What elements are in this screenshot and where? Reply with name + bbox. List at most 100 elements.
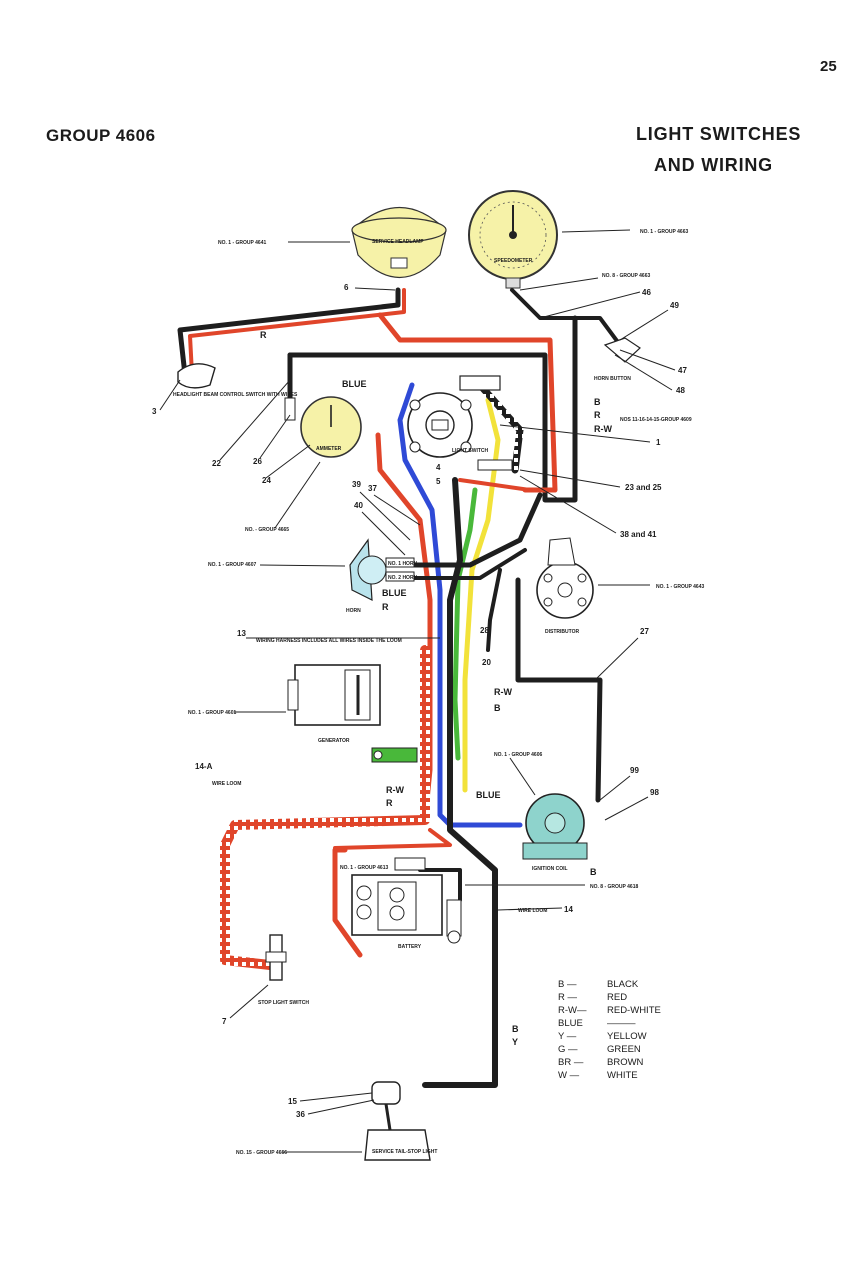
svg-text:4: 4 [436,463,441,472]
wire-codes: BLUE B R R-W R BLUE R R-W B R-W R BLUE B… [260,330,612,1047]
headlight-switch: HEADLIGHT BEAM CONTROL SWITCH WITH WIRES [173,363,298,398]
svg-text:99: 99 [630,766,639,775]
svg-text:36: 36 [296,1110,305,1119]
speedometer-label: SPEEDOMETER [494,258,533,264]
wire-black-main-loop [287,315,578,503]
wire-black-speedo [510,288,622,347]
wire-black-horn [392,492,543,568]
light-switch: LIGHT SWITCH [407,375,513,471]
svg-text:AMMETER: AMMETER [316,446,342,452]
wire-red-dist [458,478,532,492]
svg-text:B: B [512,1024,519,1034]
svg-text:NO. 1 - GROUP 4663: NO. 1 - GROUP 4663 [640,229,688,235]
svg-text:IGNITION COIL: IGNITION COIL [532,866,568,872]
svg-text:BLUE: BLUE [382,588,407,598]
wire-black-horn2 [393,548,527,580]
svg-text:NO. 1 HORN: NO. 1 HORN [388,561,418,567]
wire-black-distributor [515,577,603,803]
wire-loom-label-2: WIRE LOOM [518,908,547,914]
battery: BATTERY [351,857,462,950]
wire-black-harness [422,477,498,1088]
svg-text:R-W: R-W [494,687,512,697]
svg-text:NO. 1 - GROUP 4613: NO. 1 - GROUP 4613 [340,865,388,871]
legend-name: BLACK [607,979,639,990]
svg-text:1: 1 [656,438,661,447]
harness-note: WIRING HARNESS INCLUDES ALL WIRES INSIDE… [246,637,440,644]
svg-text:R: R [260,330,267,340]
legend-code: Y — [558,1031,577,1042]
svg-text:5: 5 [436,477,441,486]
svg-text:37: 37 [368,484,377,493]
svg-text:15: 15 [288,1097,297,1106]
wire-yellow [462,397,501,793]
svg-text:R: R [594,410,601,420]
speedometer-ref: NO. 1 - GROUP 4663 NO. 8 - GROUP 4663 [519,229,688,291]
leader-lines [159,287,676,1115]
ammeter: AMMETER [284,396,362,458]
legend-name: RED-WHITE [607,1005,661,1016]
svg-text:28: 28 [480,626,489,635]
svg-text:24: 24 [262,476,271,485]
legend-code: BLUE [558,1018,583,1029]
svg-text:NOS 11-16-14-15-GROUP 4609: NOS 11-16-14-15-GROUP 4609 [620,417,692,423]
distributor: DISTRIBUTOR [536,537,594,635]
legend-code: G — [558,1044,578,1055]
headlamp: SERVICE HEADLAMP [351,207,447,278]
legend-code: R-W— [558,1005,587,1016]
svg-text:HORN: HORN [346,608,361,614]
svg-text:48: 48 [676,386,685,395]
svg-text:B: B [590,867,597,877]
svg-text:49: 49 [670,301,679,310]
svg-text:B: B [494,703,501,713]
loom-red-generator [220,645,430,970]
svg-text:38 and 41: 38 and 41 [620,530,657,539]
svg-text:LIGHT SWITCH: LIGHT SWITCH [452,448,488,454]
legend-name: YELLOW [607,1031,647,1042]
battery-ref: NO. 1 - GROUP 4613 [340,865,388,871]
wire-red-loop [377,312,558,493]
color-legend: B — BLACK R — RED R-W— RED-WHITE BLUE ——… [558,979,661,1081]
svg-text:47: 47 [678,366,687,375]
wire-red-coil [333,828,452,850]
cable-ref: NO. 8 - GROUP 4618 [465,884,638,890]
svg-text:NO. 8 - GROUP 4663: NO. 8 - GROUP 4663 [602,273,650,279]
svg-text:R-W: R-W [594,424,612,434]
generator-ref: NO. 1 - GROUP 4601 [188,710,286,716]
svg-text:Y: Y [512,1037,518,1047]
legend-name: WHITE [607,1070,638,1081]
svg-text:STOP LIGHT SWITCH: STOP LIGHT SWITCH [258,1000,309,1006]
horn-button: HORN BUTTON NOS 11-16-14-15-GROUP 4609 [594,337,692,423]
legend-name: RED [607,992,627,1003]
svg-text:BATTERY: BATTERY [398,944,422,950]
svg-text:3: 3 [152,407,157,416]
legend-code: B — [558,979,577,990]
svg-text:39: 39 [352,480,361,489]
legend-code: BR — [558,1057,584,1068]
legend-name: ——— [607,1018,636,1029]
ammeter-ref: NO. - GROUP 4665 [245,461,321,533]
wire-loom-label: WIRE LOOM [212,781,241,787]
svg-text:NO. - GROUP 4665: NO. - GROUP 4665 [245,527,289,533]
legend-name: GREEN [607,1044,641,1055]
svg-text:NO. 2 HORN: NO. 2 HORN [388,575,418,581]
wire-red-headlamp [188,288,406,376]
group-number: GROUP 4606 [46,126,156,145]
svg-text:NO. 1 - GROUP 4643: NO. 1 - GROUP 4643 [656,584,704,590]
wires [177,287,622,1088]
stop-light-switch: STOP LIGHT SWITCH [258,934,309,1006]
svg-text:R-W: R-W [386,785,404,795]
svg-text:23 and 25: 23 and 25 [625,483,662,492]
tail-light-ref: NO. 15 - GROUP 4666 [236,1150,362,1156]
svg-text:DISTRIBUTOR: DISTRIBUTOR [545,629,579,635]
svg-text:GENERATOR: GENERATOR [318,738,350,744]
wire-black-headlamp [177,287,401,378]
tail-light: SERVICE TAIL-STOP LIGHT [364,1081,437,1161]
horn: NO. 1 HORN NO. 2 HORN HORN [346,538,418,614]
svg-text:WIRING HARNESS INCLUDES ALL WI: WIRING HARNESS INCLUDES ALL WIRES INSIDE… [256,638,402,644]
ignition-coil-ref: NO. 1 - GROUP 4606 [494,752,542,796]
distributor-ref: NO. 1 - GROUP 4643 [598,584,704,590]
svg-text:SERVICE TAIL-STOP LIGHT: SERVICE TAIL-STOP LIGHT [372,1149,437,1155]
green-terminal [371,747,418,763]
legend-code: W — [558,1070,580,1081]
svg-text:HORN BUTTON: HORN BUTTON [594,376,631,382]
